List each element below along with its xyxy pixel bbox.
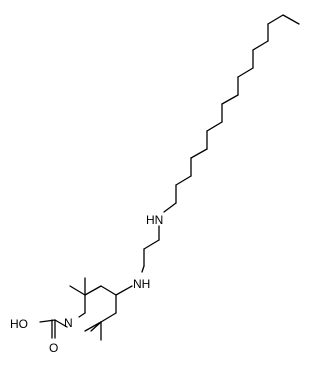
chain-bond: [221, 94, 239, 105]
linker-bond: [141, 265, 145, 273]
gem-dimethyl-upper: [69, 277, 86, 296]
carboxyl-group: [39, 319, 68, 339]
chain-bond: [237, 67, 254, 78]
ring-bond: [78, 312, 86, 318]
chain-bond: [163, 202, 177, 213]
ring-nitrogen-label: N: [64, 316, 73, 330]
chain-bond: [206, 121, 223, 132]
chain-bond: [175, 175, 192, 186]
gem-dimethyl-lower: [84, 321, 102, 341]
dodecyl-chain: [163, 14, 300, 213]
chain-bond: [190, 148, 208, 159]
chain-bond: [282, 14, 300, 25]
ring-bond: [84, 285, 102, 296]
amine-nh-upper-label: HN: [146, 213, 163, 227]
carbonyl-oxygen-label: O: [49, 341, 58, 355]
amine-ring-bond: [115, 285, 133, 296]
chain-bond: [252, 40, 269, 51]
methyl-bond: [69, 285, 86, 296]
ethylene-linker: [141, 225, 160, 273]
hydroxyl-label: HO: [10, 317, 28, 331]
amine-nh-lower-label: NH: [133, 277, 150, 291]
carboxyl-bond: [54, 319, 68, 328]
ring-bond: [100, 285, 117, 296]
chain-bond: [267, 14, 284, 25]
ring-bond: [100, 312, 117, 323]
linker-bond: [143, 239, 160, 250]
carboxyl-oh-bond: [39, 319, 56, 323]
methyl-bond: [84, 321, 102, 332]
